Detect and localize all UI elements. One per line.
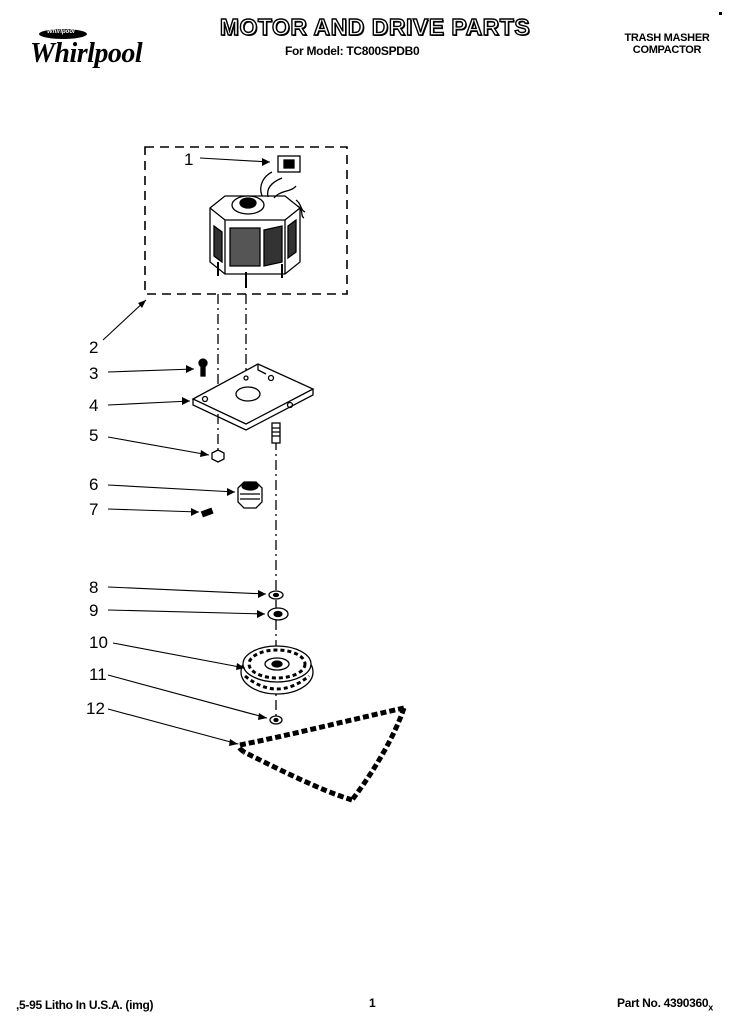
- part-number-text: Part No. 4390360: [617, 996, 709, 1010]
- motor: [209, 155, 306, 288]
- litho-note: ,5-95 Litho In U.S.A. (img): [16, 998, 154, 1012]
- mounting-plate: [191, 363, 315, 431]
- drive-sprocket: [240, 645, 314, 695]
- product-line-2: COMPACTOR: [632, 44, 702, 56]
- leader-lines: [102, 157, 271, 745]
- corner-mark: [719, 12, 722, 15]
- page-title: MOTOR AND DRIVE PARTS: [219, 13, 531, 40]
- callout-6: 6: [89, 475, 98, 494]
- callout-2: 2: [89, 338, 98, 357]
- part-number-suffix: x: [708, 1002, 713, 1013]
- page-number: 1: [369, 996, 376, 1010]
- motor-pinion-gear: [237, 481, 263, 509]
- callout-3: 3: [89, 364, 98, 383]
- screw: [198, 358, 208, 377]
- drive-chain: [236, 705, 407, 803]
- callout-10: 10: [89, 633, 108, 652]
- callout-12: 12: [86, 699, 105, 718]
- callout-8: 8: [89, 578, 98, 597]
- callout-11: 11: [89, 665, 107, 684]
- callout-7: 7: [89, 500, 98, 519]
- whirlpool-logo: Whirlpool Whirlpool: [28, 24, 156, 72]
- model-subtitle: For Model: TC800SPDB0: [285, 44, 420, 58]
- drive-stud: [271, 422, 281, 444]
- callout-4: 4: [89, 396, 98, 415]
- callout-5: 5: [89, 426, 98, 445]
- logo-badge-text: Whirlpool: [47, 29, 75, 35]
- set-screw: [200, 507, 214, 518]
- product-line-1: TRASH MASHER: [624, 32, 710, 44]
- brand-wordmark: Whirlpool: [30, 38, 143, 69]
- part-number: Part No. 4390360x: [617, 996, 713, 1012]
- callout-9: 9: [89, 601, 98, 620]
- nut: [211, 449, 225, 463]
- callout-1: 1: [184, 150, 193, 169]
